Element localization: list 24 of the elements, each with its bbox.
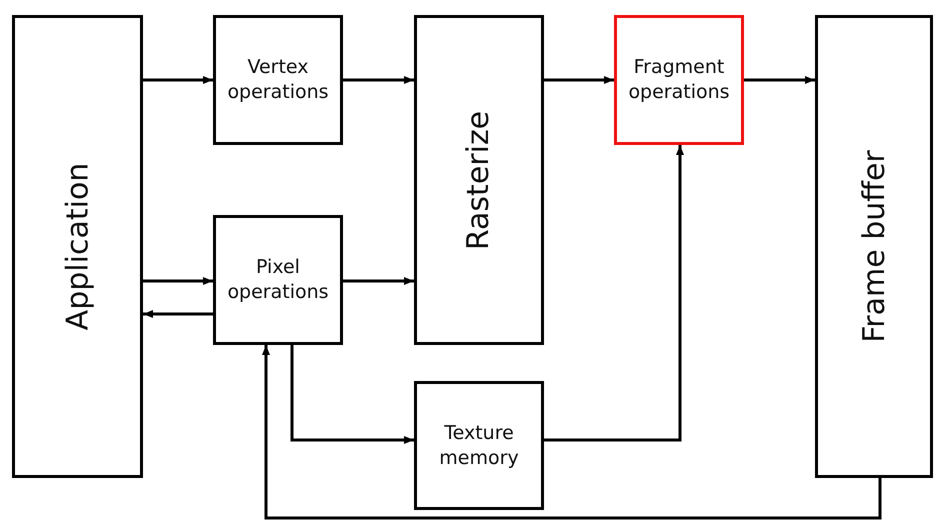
arrow	[262, 345, 882, 520]
process-box	[414, 15, 544, 345]
box-label: Vertex operations	[226, 55, 330, 105]
arrow	[544, 145, 684, 442]
arrow	[143, 76, 213, 84]
process-box	[414, 381, 544, 510]
process-box	[614, 15, 744, 145]
process-box	[213, 15, 343, 145]
process-box	[815, 15, 933, 478]
box-label: Application	[59, 162, 96, 330]
box-label: Frame buffer	[856, 150, 892, 343]
box-label: Pixel operations	[226, 255, 330, 305]
arrow	[143, 310, 213, 318]
box-label: Rasterize	[460, 110, 498, 250]
arrow	[544, 76, 614, 84]
process-box	[12, 15, 143, 478]
arrow	[290, 345, 414, 444]
box-label: Texture memory	[438, 420, 520, 470]
box-label: Fragment operations	[627, 55, 731, 105]
process-box	[213, 215, 343, 345]
arrow	[343, 76, 414, 84]
arrow	[343, 277, 414, 285]
arrow	[744, 76, 815, 84]
arrow	[143, 277, 213, 285]
